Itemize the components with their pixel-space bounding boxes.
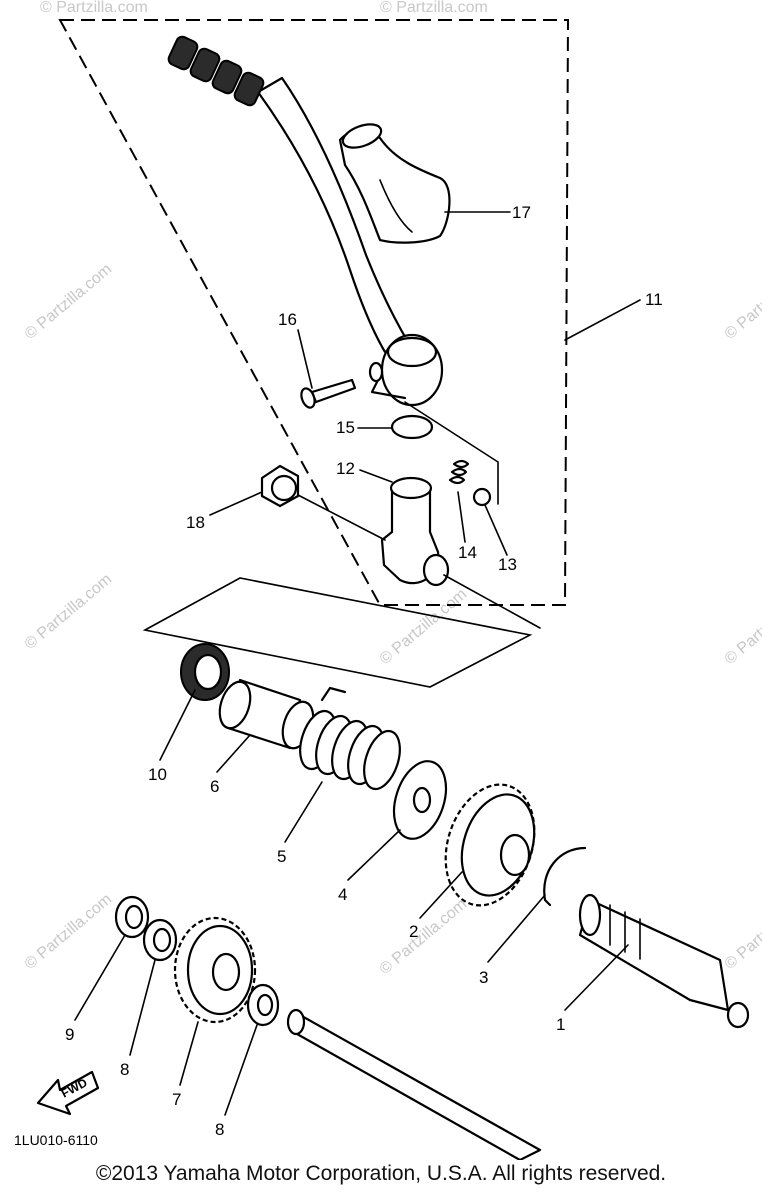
kick-gear — [444, 783, 536, 907]
lever-grip — [167, 35, 265, 107]
kick-lever — [167, 35, 444, 407]
watermark: © Partzilla.com — [22, 891, 116, 973]
kick-axle — [578, 893, 750, 1029]
detent-spring — [448, 459, 470, 485]
idler-gear — [173, 916, 257, 1024]
callout-9: 9 — [65, 1025, 74, 1044]
exploded-view-svg: © Partzilla.com © Partzilla.com © Partzi… — [14, 0, 762, 1162]
washer-4 — [392, 760, 448, 840]
callouts: 11 17 16 15 12 18 14 13 10 6 5 4 2 3 1 9… — [65, 203, 663, 1139]
leader-lines — [74, 211, 641, 1116]
callout-3: 3 — [479, 968, 488, 987]
transmission-shaft — [286, 1008, 542, 1162]
callout-17: 17 — [512, 203, 531, 222]
callout-6: 6 — [210, 777, 219, 796]
watermark: © Partzilla.com — [722, 261, 762, 343]
circlip-3 — [543, 846, 587, 907]
detent-ball — [472, 487, 492, 507]
callout-1: 1 — [556, 1015, 565, 1034]
circlip-9 — [114, 895, 150, 939]
callout-13: 13 — [498, 555, 517, 574]
callout-18: 18 — [186, 513, 205, 532]
watermark: © Partzilla.com — [380, 0, 488, 16]
ball-guide-line — [404, 401, 499, 505]
callout-8: 8 — [120, 1060, 129, 1079]
callout-7: 7 — [172, 1090, 181, 1109]
callout-4: 4 — [338, 885, 347, 904]
pedal-cover — [338, 123, 451, 244]
assembly-boundary — [58, 19, 570, 606]
callout-15: 15 — [336, 418, 355, 437]
watermark: © Partzilla.com — [40, 0, 148, 16]
oil-seal — [180, 643, 230, 701]
watermark: © Partzilla.com — [22, 261, 116, 343]
callout-16: 16 — [278, 310, 297, 329]
callout-10: 10 — [148, 765, 167, 784]
copyright-notice: ©2013 Yamaha Motor Corporation, U.S.A. A… — [95, 1162, 667, 1185]
fwd-arrow: FWD — [36, 1070, 100, 1116]
callout-8-lower: 8 — [215, 1120, 224, 1139]
washer-8-lower — [246, 983, 280, 1027]
watermark: © Partzilla.com — [722, 891, 762, 973]
callout-12: 12 — [336, 459, 355, 478]
watermark: © Partzilla.com — [22, 571, 116, 653]
callout-11: 11 — [645, 290, 663, 309]
watermark: © Partzilla.com — [377, 896, 471, 978]
callout-2: 2 — [409, 922, 418, 941]
assembly-plane — [142, 577, 533, 688]
collar — [260, 464, 300, 508]
guide-line — [297, 494, 386, 541]
callout-14: 14 — [458, 543, 477, 562]
torsion-spring — [299, 686, 401, 791]
guide-line — [443, 574, 541, 629]
washer-8-upper — [142, 918, 178, 962]
watermark: © Partzilla.com — [377, 586, 471, 668]
kick-boss — [380, 476, 450, 587]
drawing-code: 1LU010-6110 — [14, 1132, 98, 1148]
callout-5: 5 — [277, 847, 286, 866]
bolt — [300, 378, 357, 409]
o-ring — [390, 414, 434, 440]
watermark: © Partzilla.com — [722, 586, 762, 668]
